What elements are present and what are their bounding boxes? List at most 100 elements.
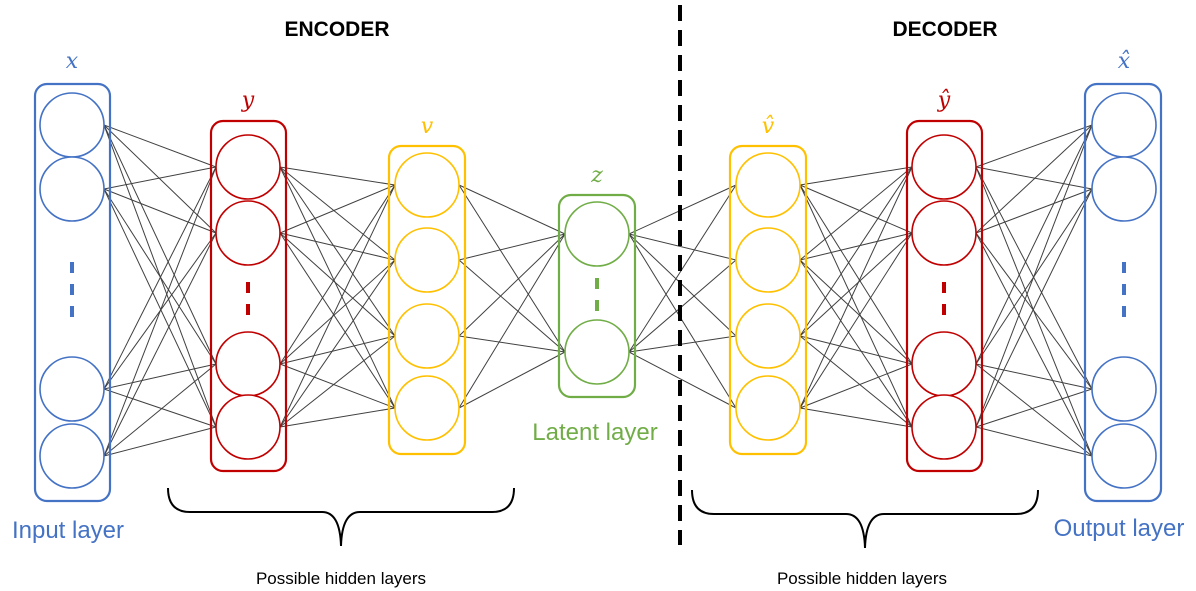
edge-v-to-z <box>458 184 566 235</box>
edge-y-to-v <box>279 335 396 428</box>
edge-v-hat-to-y-hat <box>799 184 913 234</box>
edge-v-to-z <box>458 233 566 261</box>
edge-v-hat-to-y-hat <box>799 232 913 409</box>
edge-x-to-y <box>103 166 217 457</box>
edge-y-hat-to-x-hat <box>975 188 1093 428</box>
y-layer-neuron <box>215 331 281 397</box>
edge-x-to-y <box>103 124 217 365</box>
edge-x-to-y <box>103 363 217 457</box>
v-layer-neuron <box>394 152 460 218</box>
edge-y-hat-to-x-hat <box>975 124 1093 234</box>
edge-v-to-z <box>458 335 566 353</box>
layer-boxes <box>33 82 1163 503</box>
edge-x-to-y <box>103 363 217 390</box>
x-layer-neuron <box>39 92 105 158</box>
x-hat-layer-neuron <box>1091 356 1157 422</box>
edge-x-to-y <box>103 232 217 457</box>
edge-y-hat-to-x-hat <box>975 166 1093 390</box>
edge-y-hat-to-x-hat <box>975 166 1093 190</box>
connection-edges <box>103 124 1093 457</box>
edge-v-hat-to-y-hat <box>799 184 913 365</box>
v-layer-neuron <box>394 303 460 369</box>
edge-x-to-y <box>103 188 217 234</box>
edge-v-to-z <box>458 233 566 337</box>
edge-z-to-v-hat <box>628 233 737 261</box>
edge-v-to-z <box>458 259 566 353</box>
decoder-title: DECODER <box>892 18 997 41</box>
edge-v-hat-to-y-hat <box>799 407 913 428</box>
edge-v-hat-to-y-hat <box>799 335 913 365</box>
edge-y-hat-to-x-hat <box>975 388 1093 428</box>
y-hat-layer-box <box>905 119 984 473</box>
edge-v-hat-to-y-hat <box>799 232 913 261</box>
encoder-hidden-brace <box>167 487 515 547</box>
v-layer-neuron <box>394 227 460 293</box>
x-layer-neuron <box>39 423 105 489</box>
edge-v-to-z <box>458 184 566 353</box>
edge-v-hat-to-y-hat <box>799 363 913 409</box>
edge-z-to-v-hat <box>628 233 737 337</box>
edge-v-hat-to-y-hat <box>799 335 913 428</box>
x-hat-layer-symbol: x̂ <box>1118 49 1131 74</box>
x-layer-symbol: x <box>66 49 79 74</box>
y-hat-layer-neuron <box>911 394 977 460</box>
z-layer-neuron <box>564 319 630 385</box>
edge-v-hat-to-y-hat <box>799 259 913 428</box>
x-hat-layer-neuron <box>1091 423 1157 489</box>
edge-y-hat-to-x-hat <box>975 426 1093 457</box>
edge-x-to-y <box>103 166 217 390</box>
encoder-title: ENCODER <box>284 18 389 41</box>
edge-y-to-v <box>279 335 396 365</box>
edge-y-to-v <box>279 166 396 186</box>
x-hat-layer-neuron <box>1091 156 1157 222</box>
edge-z-to-v-hat <box>628 335 737 353</box>
edge-y-to-v <box>279 184 396 365</box>
edge-y-to-v <box>279 259 396 428</box>
edge-y-to-v <box>279 166 396 337</box>
edge-x-to-y <box>103 166 217 190</box>
edge-y-hat-to-x-hat <box>975 232 1093 457</box>
x-layer-neuron <box>39 356 105 422</box>
edge-y-to-v <box>279 259 396 365</box>
v-layer-neuron <box>394 375 460 441</box>
v-hat-layer-neuron <box>735 227 801 293</box>
edge-y-to-v <box>279 232 396 337</box>
y-layer-box <box>209 119 288 473</box>
z-layer-neuron <box>564 201 630 267</box>
y-layer-neuron <box>215 134 281 200</box>
x-hat-layer-box <box>1083 82 1163 503</box>
edge-z-to-v-hat <box>628 184 737 235</box>
edge-z-to-v-hat <box>628 233 737 409</box>
edge-y-hat-to-x-hat <box>975 232 1093 390</box>
edge-y-to-v <box>279 232 396 409</box>
edge-v-hat-to-y-hat <box>799 232 913 337</box>
decoder-hidden-brace <box>691 489 1039 549</box>
x-hat-layer-neuron <box>1091 92 1157 158</box>
edge-v-hat-to-y-hat <box>799 166 913 186</box>
decoder-hidden-layers-label: Possible hidden layers <box>777 569 947 588</box>
v-layer-box <box>387 144 467 456</box>
y-hat-layer-neuron <box>911 134 977 200</box>
edge-y-hat-to-x-hat <box>975 363 1093 390</box>
edge-x-to-y <box>103 124 217 168</box>
v-hat-layer-symbol: v̂ <box>762 114 775 139</box>
edge-x-to-y <box>103 188 217 428</box>
edge-x-to-y <box>103 426 217 457</box>
edge-v-hat-to-y-hat <box>799 166 913 261</box>
y-hat-layer-neuron <box>911 331 977 397</box>
edge-z-to-v-hat <box>628 259 737 353</box>
v-hat-layer-box <box>728 144 808 456</box>
v-hat-layer-neuron <box>735 375 801 441</box>
edge-y-to-v <box>279 232 396 261</box>
y-hat-layer-neuron <box>911 200 977 266</box>
input-layer-label: Input layer <box>12 517 124 544</box>
edge-z-to-v-hat <box>628 351 737 409</box>
z-layer-box <box>557 193 637 399</box>
x-layer-box <box>33 82 112 503</box>
edge-v-hat-to-y-hat <box>799 166 913 409</box>
latent-layer-label: Latent layer <box>532 419 657 446</box>
y-layer-neuron <box>215 200 281 266</box>
edge-y-hat-to-x-hat <box>975 124 1093 365</box>
v-hat-layer-neuron <box>735 303 801 369</box>
